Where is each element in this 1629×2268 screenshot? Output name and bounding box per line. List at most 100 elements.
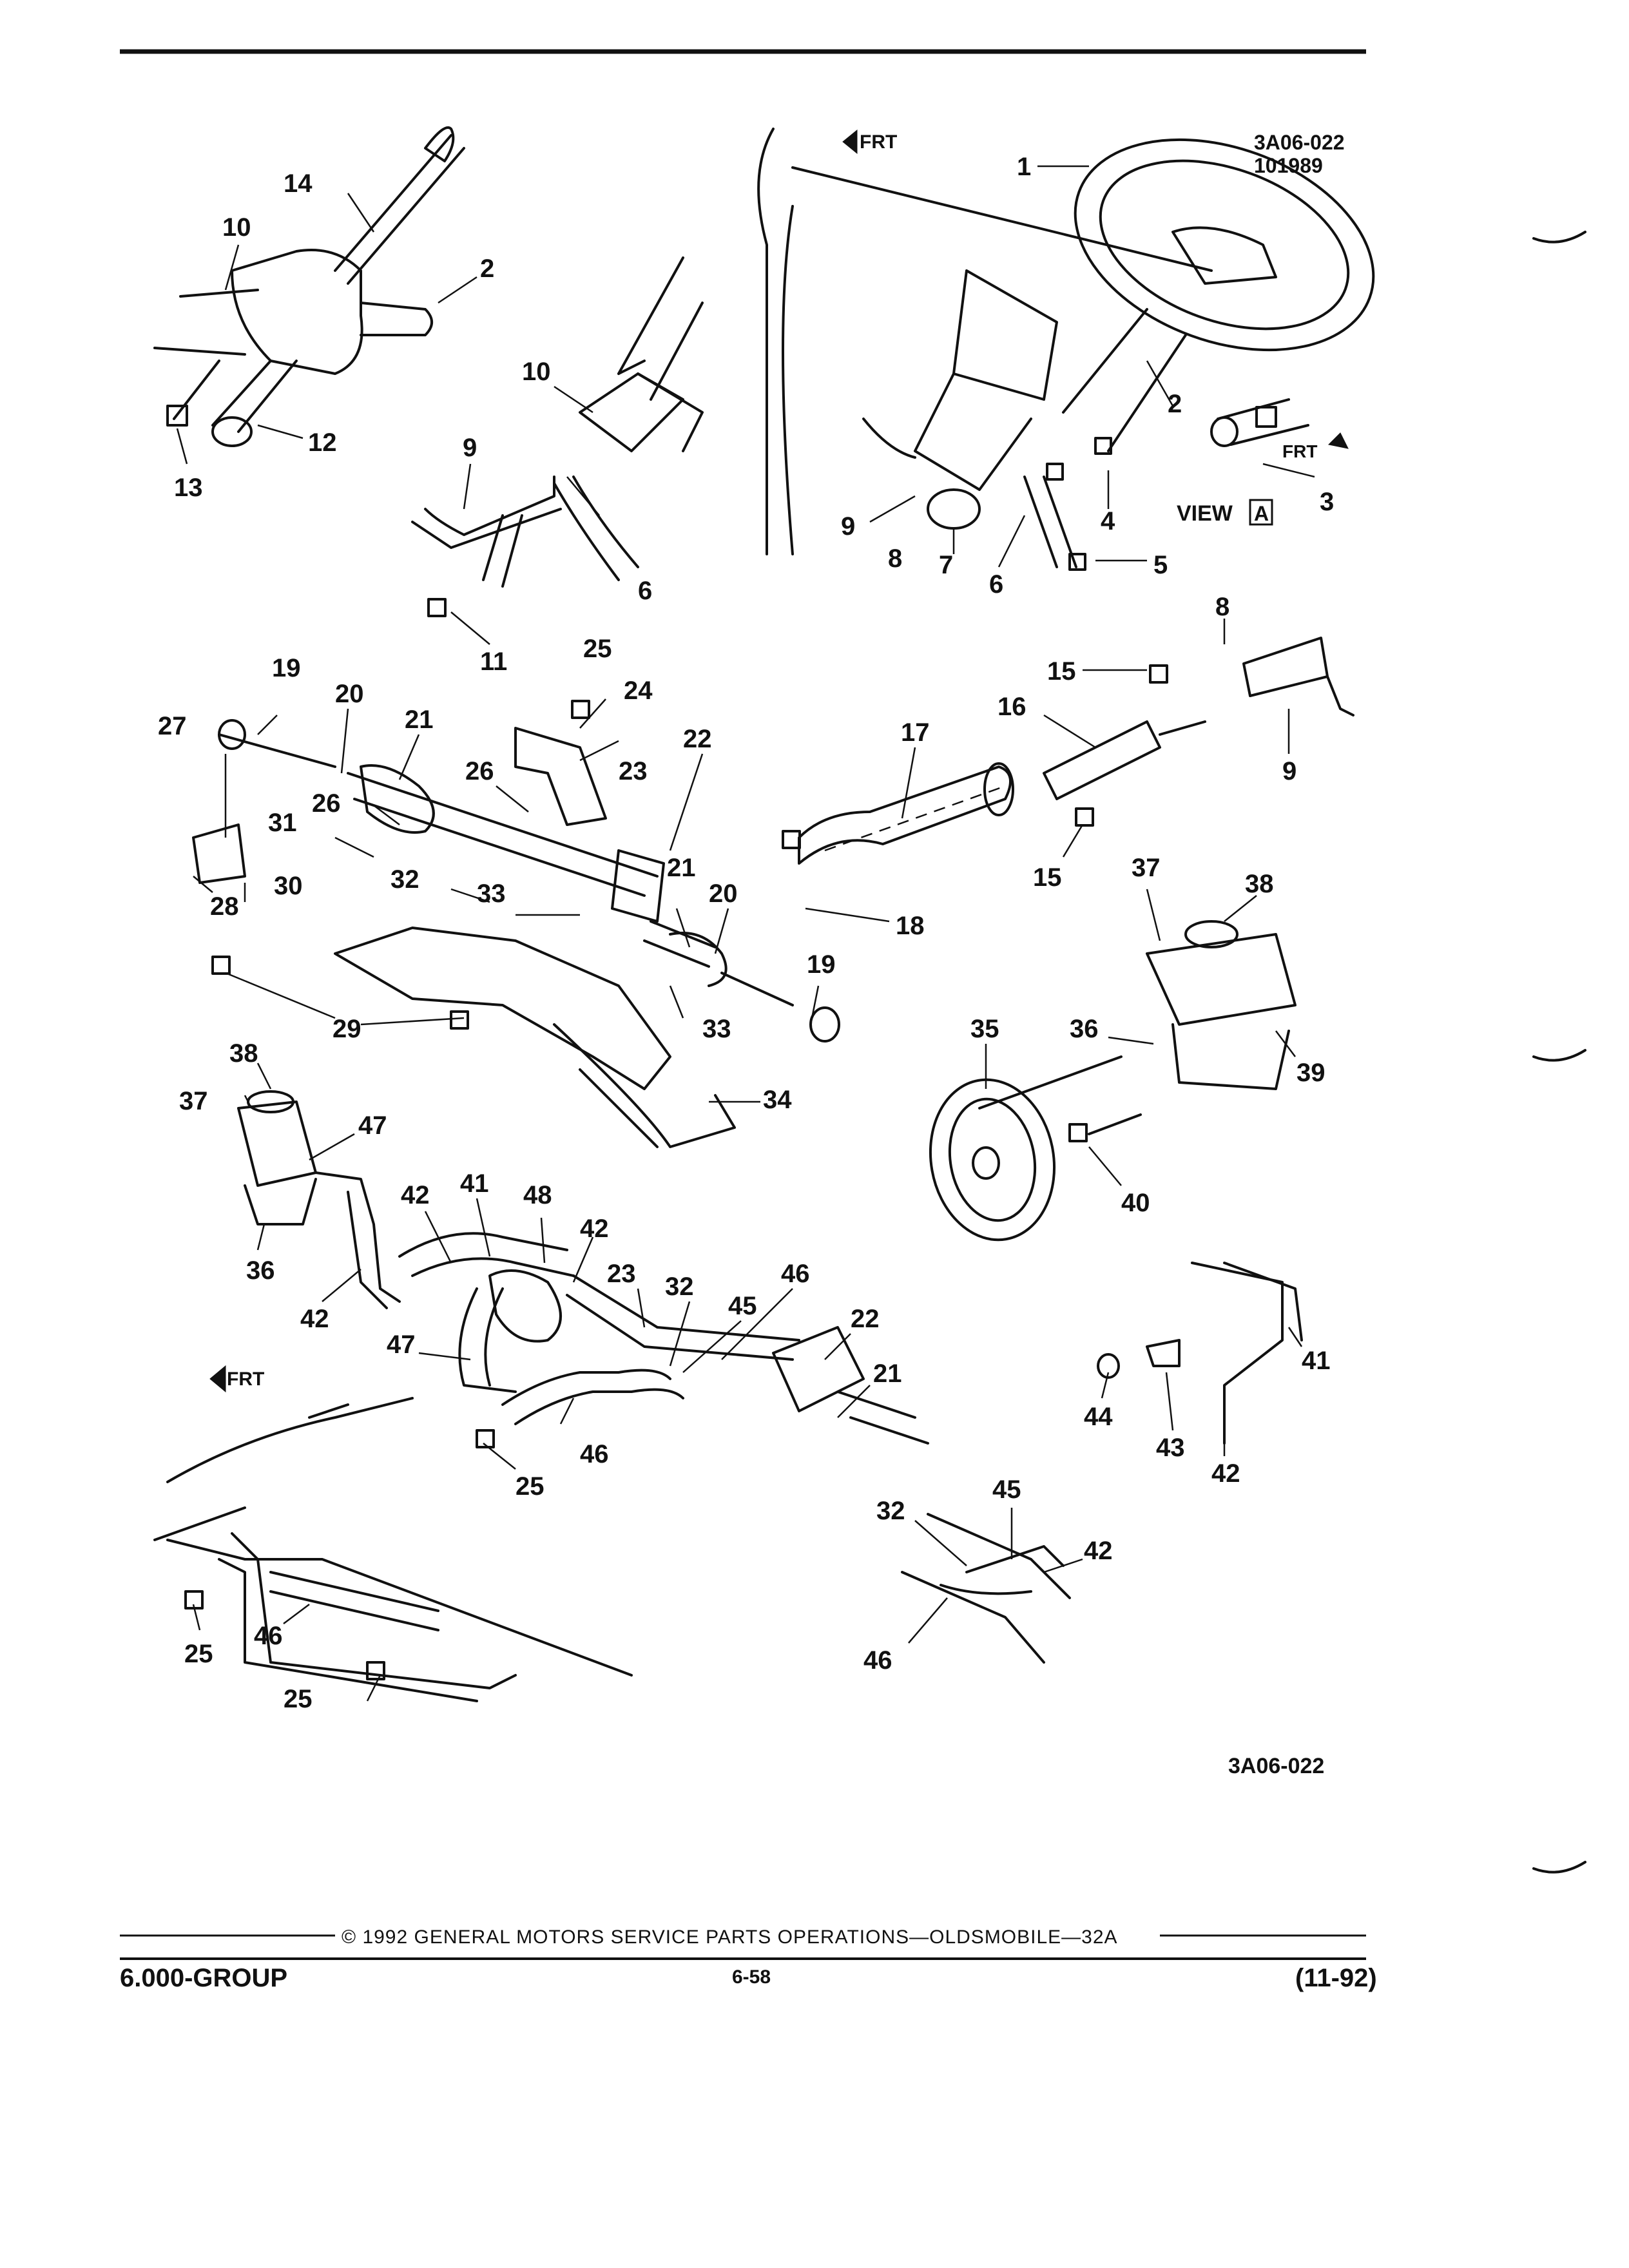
callout-9: 9: [463, 434, 477, 462]
callout-20: 20: [335, 680, 364, 708]
callout-5: 5: [1153, 551, 1168, 579]
callout-34: 34: [763, 1086, 792, 1114]
front-arrow-view-a: FRT: [1282, 432, 1349, 461]
callout-10: 10: [222, 213, 251, 242]
callout-32: 32: [665, 1273, 694, 1301]
callout-20: 20: [709, 879, 738, 908]
callout-21: 21: [405, 706, 434, 734]
callout-46: 46: [580, 1440, 609, 1468]
callout-45: 45: [992, 1475, 1021, 1504]
footer-date: (11-92): [1295, 1964, 1377, 1992]
callout-22: 22: [683, 725, 712, 753]
figure-id-bottom: 3A06-022: [1228, 1754, 1324, 1778]
callout-42: 42: [300, 1305, 329, 1333]
callout-38: 38: [229, 1039, 258, 1068]
leader-lines: [176, 165, 1315, 1702]
callout-46: 46: [863, 1646, 892, 1675]
power-steering-pump-detail: [929, 920, 1296, 1242]
callout-37: 37: [179, 1087, 208, 1115]
callout-13: 13: [174, 474, 203, 502]
callout-38: 38: [1245, 870, 1274, 898]
callout-29: 29: [333, 1015, 361, 1043]
footer-page-number: 6-58: [732, 1966, 771, 1988]
callout-25: 25: [516, 1472, 545, 1501]
callout-47: 47: [387, 1331, 416, 1359]
svg-text:FRT: FRT: [227, 1369, 264, 1390]
callout-11: 11: [480, 648, 507, 676]
steering-column-detail: [153, 126, 465, 447]
callout-1: 1: [1017, 153, 1031, 181]
callout-45: 45: [728, 1292, 757, 1320]
callout-42: 42: [1211, 1459, 1240, 1488]
svg-text:FRT: FRT: [860, 131, 897, 153]
callout-30: 30: [274, 872, 303, 900]
callout-33: 33: [477, 879, 506, 908]
callout-36: 36: [1070, 1015, 1099, 1043]
callout-6: 6: [989, 570, 1003, 599]
callout-8: 8: [888, 544, 902, 573]
callout-16: 16: [998, 693, 1027, 721]
callout-31: 31: [268, 809, 297, 837]
callout-17: 17: [901, 718, 930, 747]
callout-15: 15: [1047, 657, 1076, 686]
callout-41: 41: [1302, 1347, 1331, 1375]
callout-2: 2: [480, 255, 494, 283]
callout-23: 23: [607, 1260, 636, 1288]
callout-27: 27: [158, 712, 187, 740]
svg-text:VIEW: VIEW: [1177, 501, 1233, 526]
dash-and-wheel-detail: [757, 128, 1375, 571]
callout-44: 44: [1084, 1403, 1113, 1431]
front-arrow-lower: FRT: [209, 1365, 264, 1393]
callout-42: 42: [1084, 1537, 1113, 1565]
hose-routing-detail: [153, 1090, 929, 1702]
callout-9: 9: [1282, 757, 1296, 785]
callout-8: 8: [1215, 593, 1229, 621]
callout-25: 25: [583, 635, 612, 663]
intermediate-shaft-detail: [798, 637, 1354, 865]
callout-32: 32: [876, 1497, 905, 1525]
svg-text:FRT: FRT: [1282, 441, 1317, 461]
callout-46: 46: [254, 1622, 283, 1650]
footer-group: 6.000-GROUP: [120, 1964, 288, 1992]
callout-36: 36: [246, 1256, 275, 1285]
binding-mark: [1532, 1861, 1586, 1874]
binding-mark: [1532, 1049, 1586, 1062]
callout-15: 15: [1033, 863, 1062, 892]
callout-22: 22: [851, 1305, 880, 1333]
callout-23: 23: [619, 757, 648, 785]
callout-41: 41: [460, 1169, 489, 1198]
steering-gear-detail: [192, 700, 840, 1148]
callout-24: 24: [624, 677, 653, 705]
callout-32: 32: [390, 865, 419, 894]
figure-id-top: 3A06-022: [1254, 131, 1345, 154]
callout-47: 47: [358, 1111, 387, 1140]
callout-25: 25: [284, 1685, 313, 1713]
callout-4: 4: [1101, 507, 1115, 535]
callout-3: 3: [1320, 488, 1334, 516]
callout-21: 21: [873, 1360, 902, 1388]
front-arrow-top: FRT: [842, 129, 897, 155]
clip-detail: [901, 1262, 1303, 1664]
callout-48: 48: [523, 1181, 552, 1209]
callout-43: 43: [1156, 1434, 1185, 1462]
callout-19: 19: [272, 654, 301, 682]
callout-28: 28: [210, 892, 239, 921]
column-bracket-detail: [411, 256, 704, 617]
callout-39: 39: [1296, 1059, 1325, 1087]
callout-42: 42: [401, 1181, 430, 1209]
binding-mark: [1532, 231, 1586, 244]
callout-26: 26: [465, 757, 494, 785]
callout-25: 25: [184, 1640, 213, 1668]
callout-37: 37: [1132, 854, 1161, 882]
callout-12: 12: [308, 428, 337, 457]
footer-copyright: © 1992 GENERAL MOTORS SERVICE PARTS OPER…: [342, 1927, 1118, 1948]
callout-26: 26: [312, 789, 341, 818]
callout-numbers: 1 2 2 3 4 5 6 6 7 8 8 9 9 9 10 10 11 12 …: [158, 153, 1334, 1713]
callout-42: 42: [580, 1215, 609, 1243]
callout-6: 6: [638, 577, 652, 605]
callout-18: 18: [896, 912, 925, 940]
view-a-label: VIEW A: [1177, 499, 1273, 526]
callout-7: 7: [939, 551, 953, 579]
callout-21: 21: [667, 854, 696, 882]
